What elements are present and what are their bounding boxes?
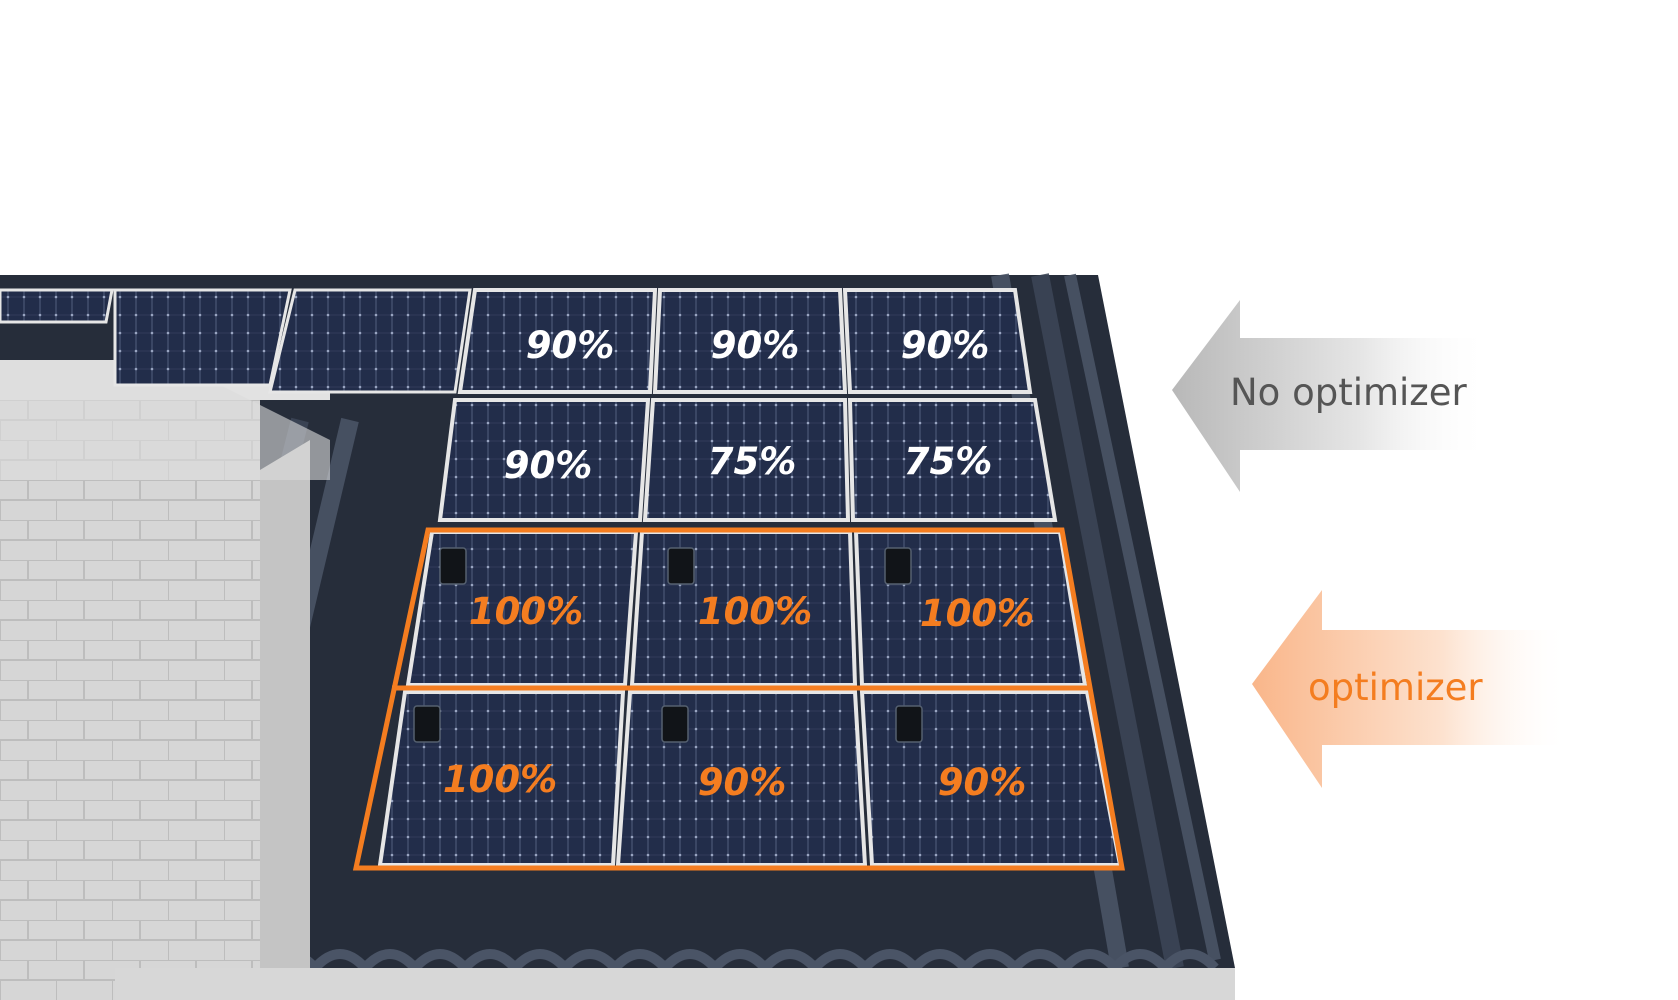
panel-output-label: 100% — [698, 590, 812, 633]
panel-output-label: 75% — [708, 440, 797, 483]
panel-output-label: 90% — [504, 444, 593, 487]
optimizer-arrow: optimizer — [1252, 590, 1570, 788]
no-optimizer-arrow: No optimizer — [1172, 300, 1490, 492]
left-arrow-icon — [1172, 300, 1490, 492]
optimizer-box-icon — [439, 547, 467, 585]
optimizer-devices — [413, 547, 923, 743]
panels-optimizer: 100% 100% 100% 100% 90% 90% — [352, 527, 1125, 871]
solar-panel — [652, 288, 848, 394]
no-optimizer-label: No optimizer — [1230, 371, 1467, 414]
top-panels-partial — [0, 288, 472, 394]
panel-output-label: 100% — [443, 758, 557, 801]
solar-panel — [842, 288, 1033, 394]
left-arrow-icon — [1252, 590, 1570, 788]
panel-output-label: 90% — [938, 761, 1027, 804]
panel-output-label: 100% — [920, 592, 1034, 635]
optimizer-box-icon — [895, 705, 923, 743]
solar-panel — [457, 288, 658, 394]
panel-output-label: 90% — [711, 324, 800, 367]
optimizer-box-icon — [661, 705, 689, 743]
optimizer-box-icon — [413, 705, 441, 743]
panel-output-label: 75% — [904, 440, 993, 483]
panel-output-label: 90% — [526, 324, 615, 367]
optimizer-highlight-frame — [352, 527, 1125, 871]
panel-output-label: 90% — [901, 324, 990, 367]
optimizer-box-icon — [667, 547, 695, 585]
optimizer-label: optimizer — [1308, 666, 1483, 709]
panel-output-label: 90% — [698, 761, 787, 804]
panels-no-optimizer: 90% 90% 90% 90% 75% 75% — [437, 288, 1058, 522]
panel-output-label: 100% — [469, 590, 583, 633]
building-wall — [0, 360, 1235, 1000]
optimizer-box-icon — [884, 547, 912, 585]
solar-panel — [847, 398, 1058, 522]
solar-panel — [437, 398, 651, 522]
solar-panel — [642, 398, 851, 522]
